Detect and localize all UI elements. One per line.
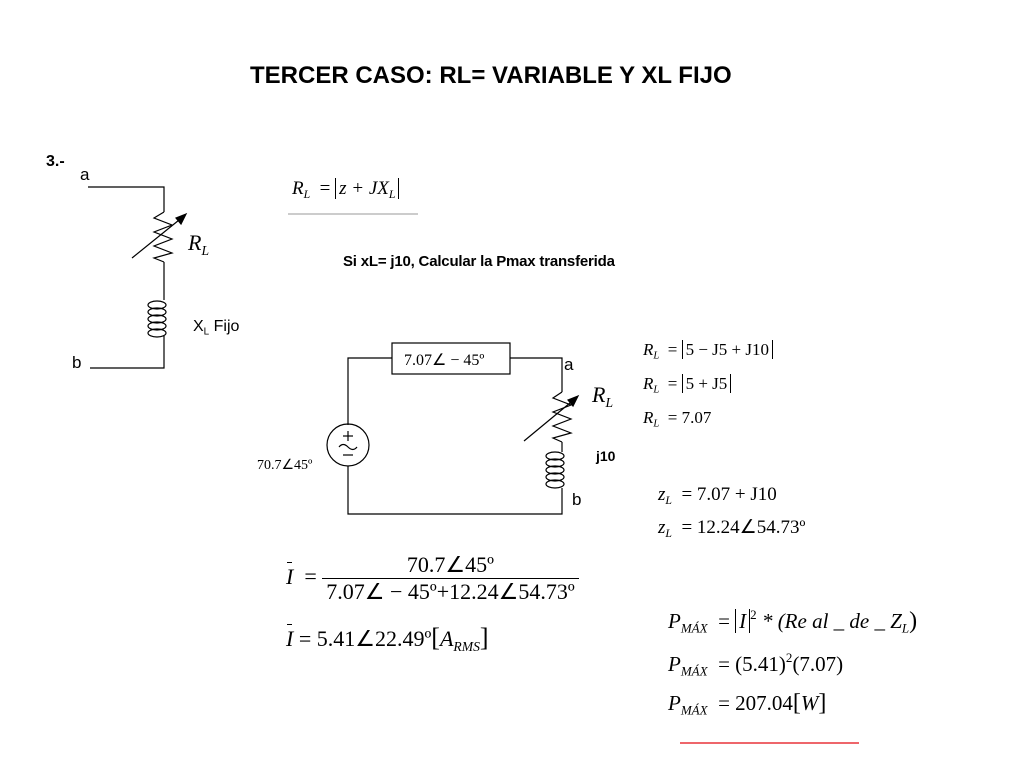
terminal-a-1: a <box>80 165 90 184</box>
current-result-value: 5.41∠22.49º <box>316 626 432 651</box>
rl-calc-line-1: RL = 5 − J5 + J10 <box>643 340 773 362</box>
rl-calc-line-2: RL = 5 + J5 <box>643 374 732 396</box>
power-result: 207.04 <box>735 691 793 715</box>
terminal-b-2: b <box>572 490 582 509</box>
power-sub: MÁX <box>680 663 708 679</box>
fraction-denominator: 7.07∠ − 45º+12.24∠54.73º <box>322 578 579 605</box>
power-line-3: PMÁX = 207.04[W] <box>668 690 827 718</box>
rl2-subscript: L <box>605 394 614 410</box>
rl-calc-var: R <box>643 408 654 427</box>
resistor-1 <box>152 211 174 263</box>
inductor-1 <box>147 292 167 344</box>
power-line2-b: (7.07) <box>792 652 844 676</box>
power-var: P <box>668 691 681 715</box>
zl-calc-line-2: zL = 12.24∠54.73º <box>658 517 806 541</box>
xl-symbol: X <box>193 318 204 335</box>
zl-calc-var: z <box>658 517 666 538</box>
resistor-2 <box>551 391 573 443</box>
rl-symbol: R <box>188 230 202 255</box>
rl-calc-var: R <box>643 340 654 359</box>
power-var: P <box>668 652 681 676</box>
formula-rl: RL = z + JXL <box>292 178 400 202</box>
rl2-symbol: R <box>592 382 606 407</box>
current-var: I <box>286 561 294 589</box>
power-line2-exp: 2 <box>785 649 793 665</box>
terminal-a-2: a <box>564 355 574 374</box>
power-sub: MÁX <box>680 702 708 718</box>
rl-calc-var: R <box>643 374 654 393</box>
formula-rhs-sub: L <box>388 188 396 202</box>
rl-calc-line-3: RL = 7.07 <box>643 408 712 430</box>
power-line-2: PMÁX = (5.41)2(7.07) <box>668 649 844 679</box>
current-unit: A <box>439 626 454 651</box>
impedance-label: 7.07∠ − 45º <box>404 352 485 369</box>
formula-eq: = <box>319 178 331 199</box>
zl-calc-line-1: zL = 7.07 + J10 <box>658 484 777 508</box>
formula-lhs: R <box>292 178 304 199</box>
zl-calc-sub: L <box>665 527 672 541</box>
current-fraction: I = 70.7∠45º 7.07∠ − 45º+12.24∠54.73º <box>286 552 579 605</box>
rl-label-2: RL <box>592 382 614 410</box>
voltage-source <box>326 423 370 467</box>
instruction-text: Si xL= j10, Calcular la Pmax transferida <box>343 253 615 270</box>
rl-calc-sub: L <box>653 384 660 396</box>
current-unit-sub: RMS <box>453 638 480 654</box>
inductor-label: j10 <box>596 448 616 464</box>
power-unit: W <box>800 691 819 715</box>
rl-subscript: L <box>201 242 210 258</box>
power-line1-rhs: * (Re al _ de _ Z <box>761 609 902 633</box>
circuit-2 <box>326 342 580 515</box>
terminal-b-1: b <box>72 353 82 372</box>
zl-calc-var: z <box>658 484 666 505</box>
power-line1-sub: L <box>901 620 910 636</box>
page-title: TERCER CASO: RL= VARIABLE Y XL FIJO <box>250 62 732 89</box>
formula-rhs: z + JX <box>339 178 389 199</box>
rl-calc-value: 7.07 <box>681 408 712 427</box>
rl-calc-value: 5 − J5 + J10 <box>681 340 773 359</box>
formula-lhs-sub: L <box>303 188 311 202</box>
power-current: I <box>735 609 751 633</box>
power-exp: 2 <box>750 606 757 622</box>
variable-arrow-2 <box>523 397 577 442</box>
inductor-2 <box>545 451 565 489</box>
rl-label-1: RL <box>188 230 210 258</box>
power-sub: MÁX <box>680 620 708 636</box>
current-var: I <box>286 624 294 651</box>
case-number: 3.- <box>46 153 65 170</box>
current-result: I = 5.41∠22.49º[ARMS] <box>286 623 489 654</box>
xl-subscript: L <box>203 326 210 338</box>
fraction-numerator: 70.7∠45º <box>406 552 494 577</box>
variable-arrow-1 <box>131 215 185 259</box>
zl-calc-sub: L <box>665 494 672 508</box>
fraction: 70.7∠45º 7.07∠ − 45º+12.24∠54.73º <box>322 552 579 605</box>
power-line2-a: (5.41) <box>735 652 786 676</box>
rl-calc-sub: L <box>653 418 660 430</box>
zl-calc-value: 7.07 + J10 <box>696 484 777 505</box>
xl-fixed-label: XL Fijo <box>193 318 240 338</box>
circuit-1 <box>88 186 188 369</box>
rl-calc-sub: L <box>653 350 660 362</box>
source-value-label: 70.7∠45º <box>257 458 313 473</box>
rl-calc-value: 5 + J5 <box>681 374 732 393</box>
xl-text: Fijo <box>213 318 240 335</box>
zl-calc-value: 12.24∠54.73º <box>696 517 806 538</box>
power-var: P <box>668 609 681 633</box>
